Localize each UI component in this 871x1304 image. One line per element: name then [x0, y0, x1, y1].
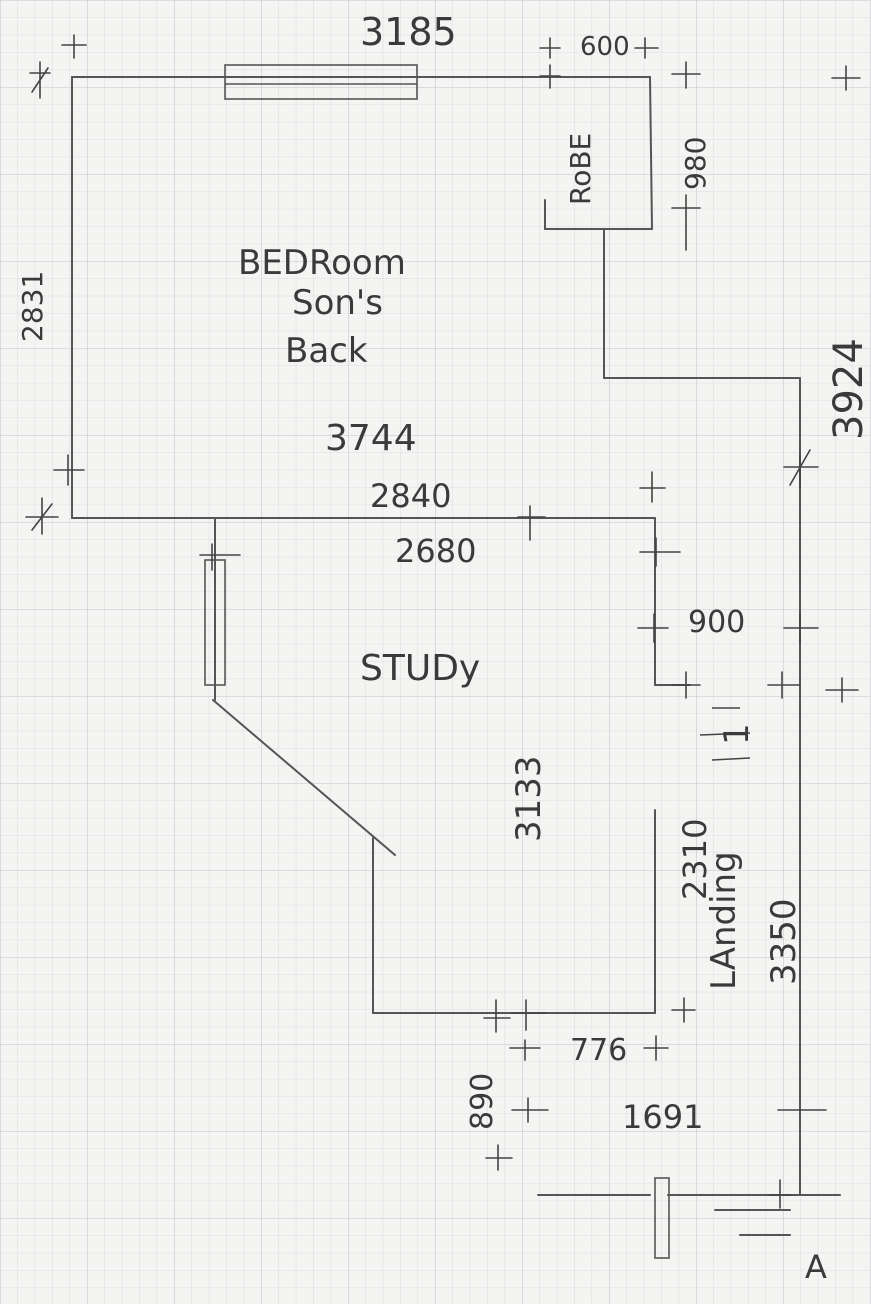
corner-note: A: [805, 1248, 827, 1286]
tick-marks: [25, 34, 861, 1209]
door-bottom: [654, 1177, 670, 1259]
dim-landing-inner: 2310: [676, 819, 714, 900]
dim-right-height: 3924: [826, 338, 871, 440]
window-study: [204, 559, 226, 686]
dim-side-900: 900: [688, 605, 745, 640]
dim-left-height: 2831: [16, 271, 49, 342]
robe-label: RoBE: [564, 133, 597, 205]
landing-marker: [699, 707, 751, 761]
dim-bottom-1691: 1691: [622, 1098, 703, 1136]
dim-length-a: 3744: [325, 418, 417, 459]
bedroom-name-line2: Son's: [292, 283, 383, 323]
bedroom-name-line1: BEDRoom: [238, 243, 406, 283]
study-name: STUDy: [360, 648, 480, 689]
dim-study-depth: 3133: [509, 755, 549, 842]
dim-length-c: 2680: [395, 532, 476, 570]
dim-robe-depth: 980: [679, 137, 712, 190]
dim-length-b: 2840: [370, 477, 451, 515]
landing-name: LAnding: [704, 851, 744, 990]
bedroom-name-line3: Back: [285, 331, 368, 371]
dim-robe-width: 600: [580, 32, 630, 62]
dim-top-width: 3185: [360, 10, 457, 54]
landing-number: 1: [717, 723, 757, 745]
dim-step-776: 776: [570, 1033, 627, 1068]
window-top: [224, 64, 418, 100]
dim-step-890: 890: [465, 1073, 500, 1130]
dim-landing-outer: 3350: [764, 898, 804, 985]
